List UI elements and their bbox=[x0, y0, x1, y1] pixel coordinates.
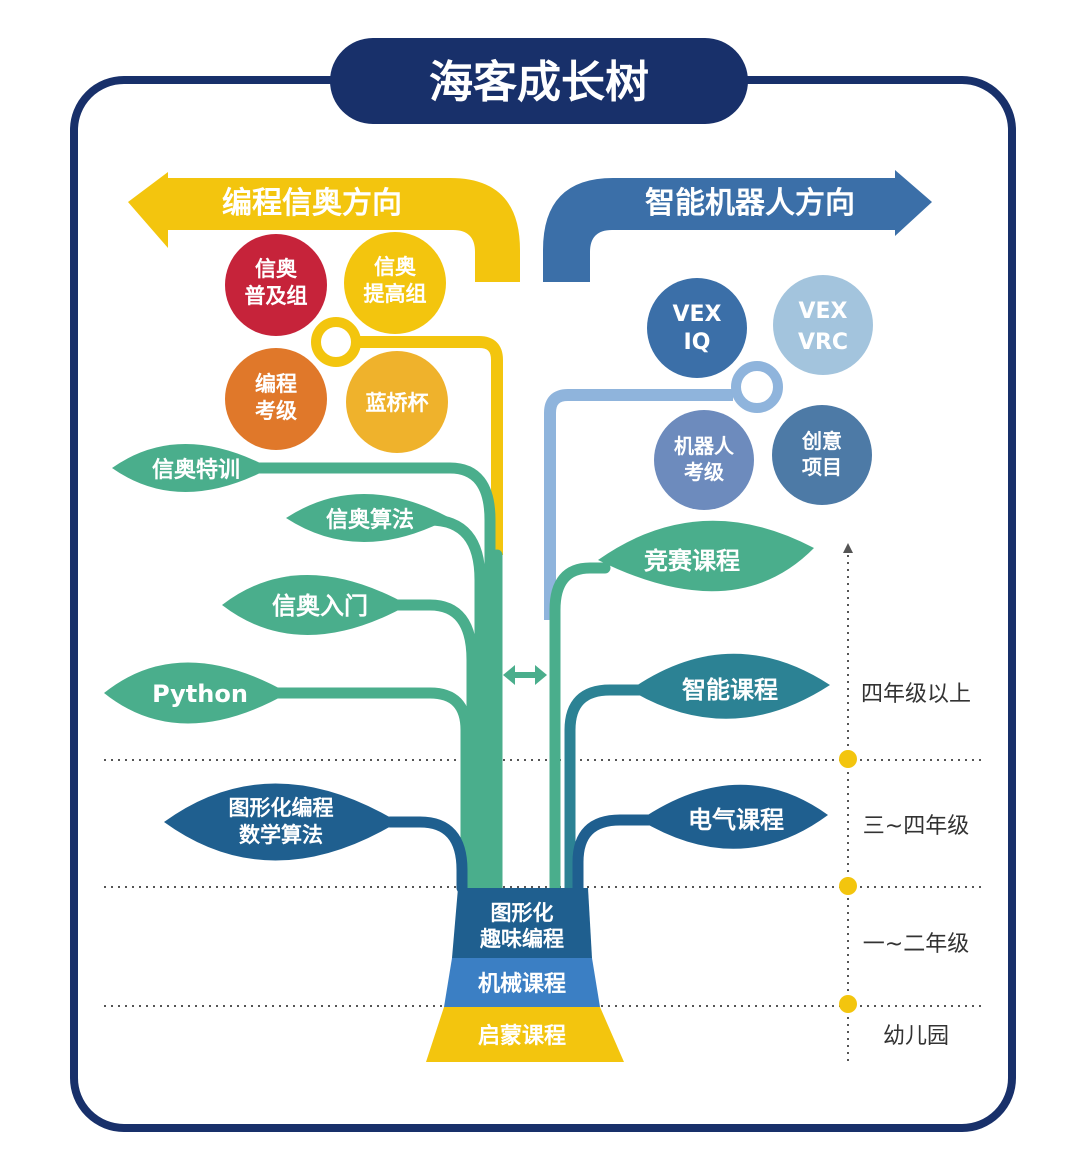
circle-lanqiao-label: 蓝桥杯 bbox=[366, 391, 429, 415]
level-axis bbox=[839, 543, 857, 1065]
circle-tigao: 信奥 提高组 bbox=[344, 232, 446, 334]
leaf-suanfa-label: 信奥算法 bbox=[326, 507, 414, 533]
branch-texun bbox=[244, 462, 496, 894]
trunk-top-line2: 趣味编程 bbox=[479, 927, 564, 951]
circle-robot-line2: 考级 bbox=[684, 460, 724, 484]
leaf-zhineng: 智能课程 bbox=[630, 653, 830, 719]
branch-jingsai bbox=[549, 562, 611, 894]
branch-python bbox=[254, 687, 472, 894]
circle-tigao-line1: 信奥 bbox=[374, 255, 417, 279]
leaf-python-label: Python bbox=[152, 680, 248, 708]
direction-right-arrow: 智能机器人方向 bbox=[543, 170, 932, 282]
leaf-graphic: 图形化编程 数学算法 bbox=[164, 783, 398, 861]
trunk-middle bbox=[444, 958, 600, 1007]
leaf-texun-label: 信奥特训 bbox=[152, 457, 240, 483]
leaf-rumen-label: 信奥入门 bbox=[272, 592, 368, 620]
axis-arrow-icon bbox=[843, 543, 853, 553]
blue-branch bbox=[544, 361, 783, 620]
level-label-kindergarten: 幼儿园 bbox=[883, 1024, 949, 1049]
circle-vexiq-line1: VEX bbox=[672, 302, 721, 327]
leaf-dianqi: 电气课程 bbox=[640, 784, 828, 849]
direction-right-label: 智能机器人方向 bbox=[645, 186, 855, 221]
trunk-bottom bbox=[426, 1007, 624, 1062]
direction-left-arrow: 编程信奥方向 bbox=[128, 172, 520, 282]
direction-left-label: 编程信奥方向 bbox=[222, 186, 402, 221]
double-arrow-icon bbox=[503, 665, 547, 685]
circle-chuangyi-line1: 创意 bbox=[801, 429, 842, 453]
circle-tigao-line2: 提高组 bbox=[364, 282, 427, 306]
circle-chuangyi: 创意 项目 bbox=[772, 405, 872, 505]
leaf-suanfa: 信奥算法 bbox=[286, 494, 450, 542]
circle-vexiq-line2: IQ bbox=[684, 330, 711, 355]
circle-vexvrc-line2: VRC bbox=[798, 330, 848, 355]
level-label-grade4plus: 四年级以上 bbox=[861, 682, 971, 707]
circle-kaoji-line2: 考级 bbox=[255, 399, 297, 423]
circle-robot: 机器人 考级 bbox=[654, 410, 754, 510]
title-banner: 海客成长树 bbox=[330, 38, 748, 124]
yellow-branch bbox=[311, 317, 503, 555]
leaf-zhineng-label: 智能课程 bbox=[682, 676, 778, 704]
level-label-grade1-2: 一~二年级 bbox=[863, 932, 969, 957]
circle-puji-line2: 普及组 bbox=[245, 284, 308, 308]
trunk-bottom-label: 启蒙课程 bbox=[478, 1023, 566, 1049]
circle-kaoji: 编程 考级 bbox=[225, 348, 327, 450]
tree-branches bbox=[244, 462, 656, 894]
circle-robot-line1: 机器人 bbox=[674, 434, 735, 458]
branch-rumen bbox=[384, 599, 478, 894]
circle-lanqiao: 蓝桥杯 bbox=[346, 351, 448, 453]
circle-chuangyi-line2: 项目 bbox=[802, 455, 842, 479]
leaf-python: Python bbox=[104, 662, 288, 724]
circle-kaoji-line1: 编程 bbox=[255, 372, 297, 396]
branch-zhineng bbox=[564, 684, 646, 894]
leaf-graphic-line2: 数学算法 bbox=[239, 823, 323, 847]
leaf-dianqi-label: 电气课程 bbox=[688, 806, 784, 834]
leaf-rumen: 信奥入门 bbox=[222, 575, 408, 635]
leaf-texun: 信奥特训 bbox=[112, 444, 270, 492]
trunk-top-line1: 图形化 bbox=[491, 901, 554, 925]
circle-vexiq: VEX IQ bbox=[647, 278, 747, 378]
level-label-grade3-4: 三~四年级 bbox=[863, 814, 969, 839]
leaf-jingsai-label: 竞赛课程 bbox=[644, 547, 740, 575]
leaf-graphic-line1: 图形化编程 bbox=[229, 796, 334, 820]
circle-puji-line1: 信奥 bbox=[255, 257, 298, 281]
page-title: 海客成长树 bbox=[429, 57, 649, 108]
leaf-jingsai: 竞赛课程 bbox=[598, 520, 814, 592]
branch-dianqi bbox=[572, 814, 656, 894]
tree-trunk: 图形化 趣味编程 机械课程 启蒙课程 bbox=[426, 888, 624, 1062]
circle-vexvrc: VEX VRC bbox=[773, 275, 873, 375]
trunk-middle-label: 机械课程 bbox=[478, 972, 566, 997]
trunk-top bbox=[452, 888, 592, 958]
circle-puji: 信奥 普及组 bbox=[225, 234, 327, 336]
circle-vexvrc-line1: VEX bbox=[798, 299, 847, 324]
branch-graphic bbox=[384, 816, 468, 894]
level-labels: 四年级以上 三~四年级 一~二年级 幼儿园 bbox=[861, 682, 971, 1049]
